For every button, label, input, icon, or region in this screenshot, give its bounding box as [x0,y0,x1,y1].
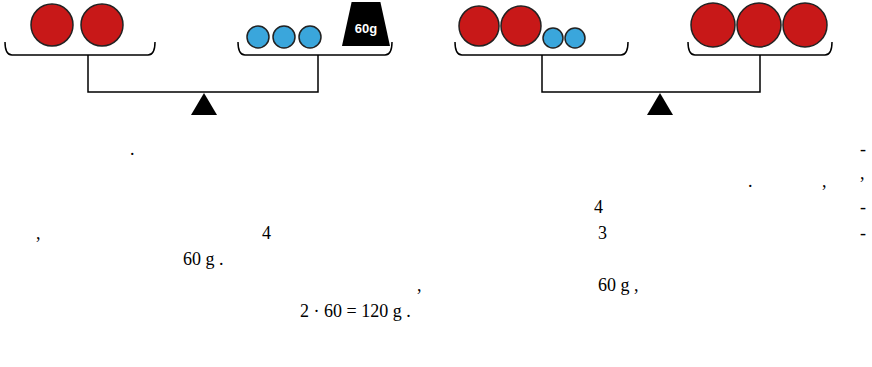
red-ball [81,4,123,46]
text-fragment: 60 g , [598,276,639,296]
scale-pan [5,42,155,55]
weight-block: 60g [342,2,390,46]
red-ball [459,6,499,46]
text-fragment: 2 · 60 = 120 g . [300,302,411,322]
text-fragment: . [130,140,135,160]
weight-label: 60g [342,2,390,36]
text-fragment: - [860,224,866,244]
red-ball [501,6,541,46]
red-ball [691,3,735,47]
blue-ball [273,26,295,48]
text-fragment: 4 [262,224,271,244]
left-scale [5,42,392,92]
red-ball [737,3,781,47]
weights-right [459,3,827,48]
right-scale [455,42,832,92]
text-fragment: - [860,140,866,160]
text-fragment: - [860,198,866,218]
fulcrum [191,93,217,115]
text-fragment: 3 [598,224,607,244]
text-fragment: , [860,164,865,184]
scale-beam [542,55,760,92]
scale-beam [88,55,318,92]
blue-ball [299,26,321,48]
blue-ball [565,28,585,48]
blue-ball [543,28,563,48]
weight-outline [342,2,390,46]
text-fragment: , [417,276,422,296]
text-fragment: . [748,172,753,192]
fulcrum [647,93,673,115]
text-fragment: 60 g . [183,250,224,270]
red-ball [783,3,827,47]
weights-left [31,4,321,48]
text-fragment: 4 [594,198,603,218]
red-ball [31,4,73,46]
text-fragment: , [822,172,827,192]
text-fragment: , [36,224,41,244]
blue-ball [247,26,269,48]
